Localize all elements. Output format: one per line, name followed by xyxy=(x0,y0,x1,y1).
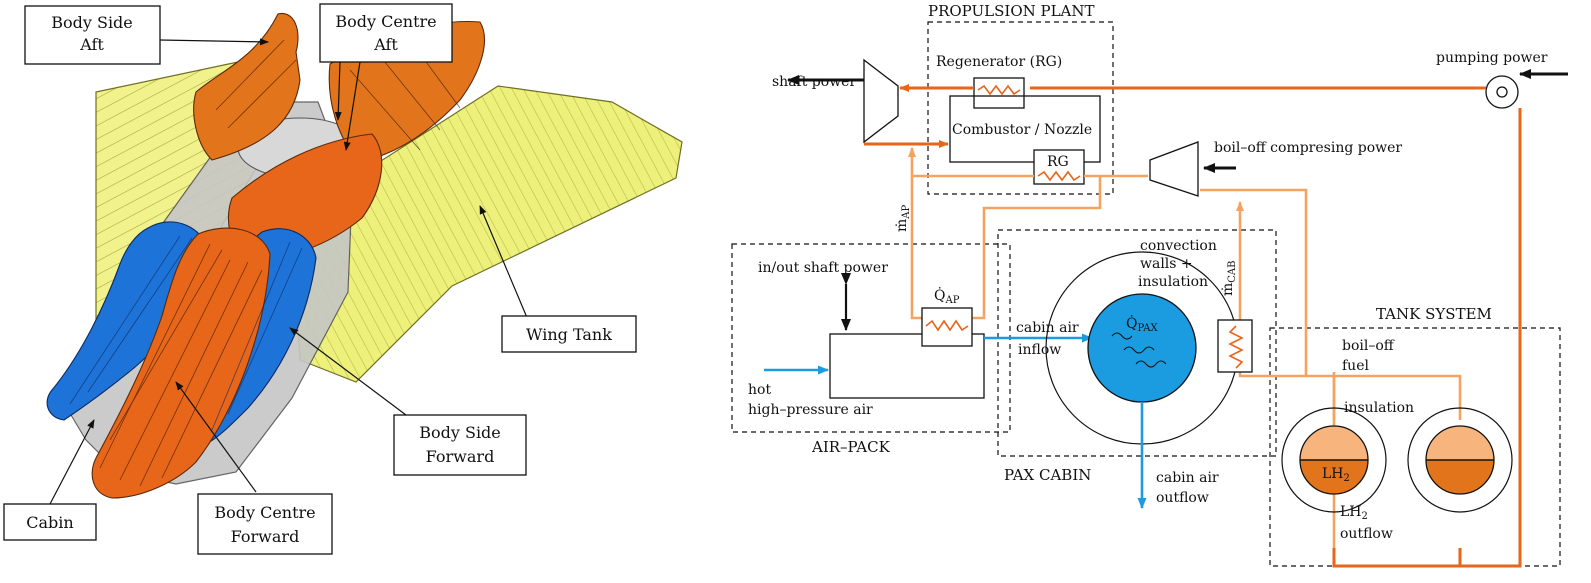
svg-text:Forward: Forward xyxy=(426,447,495,466)
lh2-outflow-label-1: LH2 xyxy=(1340,504,1368,522)
m-ap-label: ṁAP xyxy=(894,204,912,232)
in-out-shaft-power-label: in/out shaft power xyxy=(758,260,888,276)
callout-body-side-forward: Body Side Forward xyxy=(393,414,527,476)
cabin-air-outflow-label-1: cabin air xyxy=(1156,470,1219,486)
convection-label-2: walls + xyxy=(1140,256,1193,272)
svg-text:Body Side: Body Side xyxy=(51,13,133,32)
lh2-tank-left: LH2 xyxy=(1281,407,1387,513)
m-cab-label: ṁCAB xyxy=(1220,260,1238,296)
insulation-label: insulation xyxy=(1344,400,1414,416)
boil-off-compressing-label: boil–off compresing power xyxy=(1214,140,1402,156)
convection-label-3: insulation xyxy=(1138,274,1208,290)
combustor-nozzle xyxy=(949,95,1101,163)
boil-off-fuel-label-2: fuel xyxy=(1342,358,1369,374)
right-wing-tank xyxy=(291,85,683,383)
propulsion-plant-title: PROPULSION PLANT xyxy=(928,2,1095,20)
combustor-label: Combustor / Nozzle xyxy=(952,122,1092,138)
tank-system-title: TANK SYSTEM xyxy=(1376,305,1492,323)
svg-text:Wing Tank: Wing Tank xyxy=(526,325,612,344)
cabin-heat-exchanger xyxy=(1217,319,1253,373)
svg-text:Aft: Aft xyxy=(373,35,398,54)
svg-text:Body Centre: Body Centre xyxy=(214,503,315,522)
cabin-air-outflow-label-2: outflow xyxy=(1156,490,1209,506)
svg-text:Body Side: Body Side xyxy=(419,423,501,442)
tank-layout-illustration xyxy=(46,13,683,499)
propulsion-plant-region xyxy=(927,21,1114,195)
svg-text:Body Centre: Body Centre xyxy=(335,12,436,31)
cabin-air-inflow-label-2: inflow xyxy=(1018,342,1061,358)
body-centre-forward-tank xyxy=(91,227,271,499)
callout-wing-tank: Wing Tank xyxy=(501,315,637,353)
heat-squiggles xyxy=(1111,332,1167,368)
lh2-tank-label: LH2 xyxy=(1322,466,1350,484)
boil-off-flow-lines xyxy=(908,147,1462,548)
pax-cabin-title: PAX CABIN xyxy=(1004,466,1091,484)
air-pack-heat-exchanger xyxy=(921,307,973,347)
svg-text:Cabin: Cabin xyxy=(26,513,73,532)
boil-off-compressor xyxy=(1149,141,1199,197)
blue-tank-segment-lines xyxy=(69,235,303,431)
callout-cabin: Cabin xyxy=(3,503,97,541)
lh2-tank-right xyxy=(1407,407,1513,513)
hot-label: hot xyxy=(748,382,771,398)
pax-cabin-region xyxy=(997,229,1277,457)
cabin-air-inflow-label-1: cabin air xyxy=(1016,320,1079,336)
boil-off-fuel-label-1: boil–off xyxy=(1342,338,1395,354)
pax-cabin-sphere xyxy=(1087,293,1197,403)
callout-leaders xyxy=(49,38,529,505)
body-side-aft-tank xyxy=(193,13,301,161)
tank-system-region xyxy=(1269,327,1561,567)
callout-body-side-aft: Body Side Aft xyxy=(24,5,161,65)
regenerator-label: Regenerator (RG) xyxy=(936,54,1062,70)
q-ap-label: Q̇AP xyxy=(934,286,960,306)
callout-body-centre-aft: Body Centre Aft xyxy=(319,3,453,63)
pumping-power-label: pumping power xyxy=(1436,50,1548,66)
high-pressure-air-label: high–pressure air xyxy=(748,402,873,418)
q-pax-label: Q̇PAX xyxy=(1126,314,1159,334)
lh2-outflow-label-2: outflow xyxy=(1340,526,1393,542)
convection-label-1: convection xyxy=(1140,238,1217,254)
shaft-power-label: shaft power xyxy=(772,74,856,90)
air-pack-title: AIR–PACK xyxy=(811,438,891,456)
svg-text:Forward: Forward xyxy=(231,527,300,546)
rg-small-label: RG xyxy=(1047,154,1069,170)
svg-text:Aft: Aft xyxy=(79,35,104,54)
turbine xyxy=(863,58,899,144)
callout-body-centre-forward: Body Centre Forward xyxy=(197,493,333,555)
lh2-flow-line xyxy=(864,84,1522,568)
